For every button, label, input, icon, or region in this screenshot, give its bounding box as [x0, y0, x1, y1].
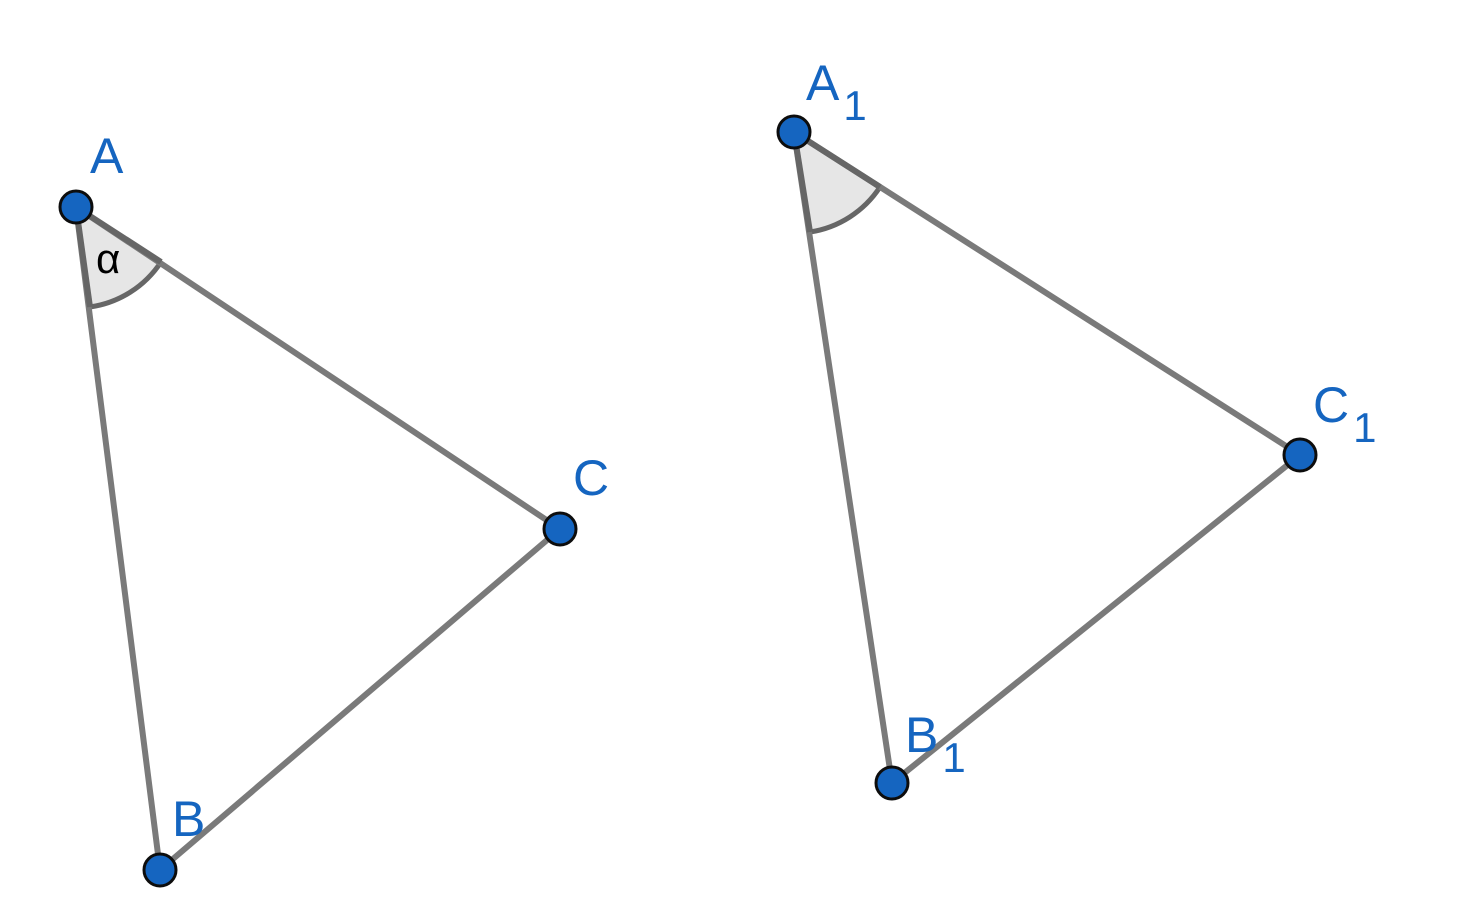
angle-a-arc	[89, 260, 164, 310]
label-c1: C1	[1313, 377, 1376, 451]
label-c1-letter: C	[1313, 377, 1349, 433]
label-b1-subscript: 1	[942, 734, 965, 781]
point-c1[interactable]	[1282, 437, 1318, 473]
edge-a1b1	[791, 129, 895, 786]
label-b: B	[172, 791, 205, 847]
point-b[interactable]	[142, 852, 178, 888]
label-c: C	[573, 450, 609, 506]
label-a: A	[90, 128, 124, 184]
label-a1-subscript: 1	[843, 82, 866, 129]
label-b-letter: B	[172, 791, 205, 847]
edge-bc	[157, 526, 563, 873]
point-a1[interactable]	[776, 114, 812, 150]
angle-a1-fill	[794, 132, 880, 232]
label-c1-subscript: 1	[1353, 404, 1376, 451]
triangle-abc: α A B C	[58, 128, 609, 888]
point-b1[interactable]	[874, 765, 910, 801]
triangle-a1b1c1: A1 B1 C1	[776, 55, 1376, 801]
point-c[interactable]	[542, 511, 578, 547]
angle-a-fill	[76, 207, 161, 307]
label-c-letter: C	[573, 450, 609, 506]
label-a1: A1	[806, 55, 867, 129]
angle-a-label: α	[96, 235, 120, 282]
edge-b1c1	[889, 452, 1303, 786]
label-a-letter: A	[90, 128, 124, 184]
label-b1: B1	[905, 707, 966, 781]
angle-a1-arc	[809, 185, 883, 235]
edge-ab	[73, 204, 163, 873]
label-a1-letter: A	[806, 55, 840, 111]
point-a[interactable]	[58, 189, 94, 225]
label-b1-letter: B	[905, 707, 938, 763]
